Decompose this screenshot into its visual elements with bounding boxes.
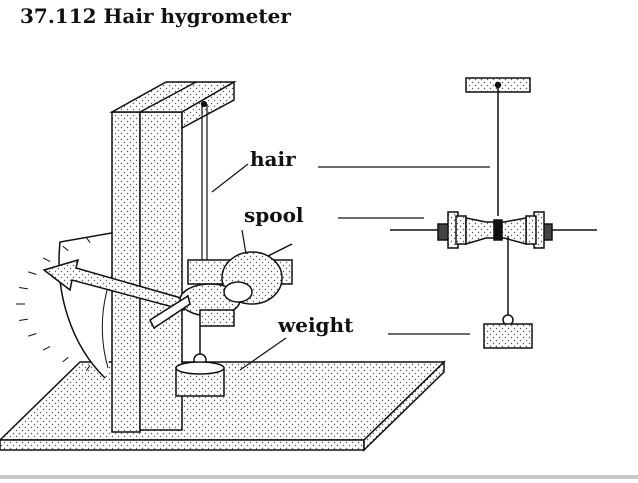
dial-tick bbox=[62, 245, 69, 252]
bottom-strip bbox=[0, 475, 638, 479]
dial-tick bbox=[42, 345, 51, 351]
spool-assembly bbox=[149, 243, 293, 330]
dial-tick bbox=[28, 271, 37, 275]
weight-assembly bbox=[175, 326, 225, 397]
dial-tick bbox=[85, 237, 91, 243]
detail-view bbox=[390, 77, 597, 349]
label-spool: spool bbox=[244, 203, 304, 227]
dial-tick bbox=[19, 318, 28, 321]
dial-tick bbox=[62, 356, 69, 363]
label-weight: weight bbox=[277, 313, 354, 337]
dial-tick bbox=[28, 333, 37, 337]
dial-tick bbox=[19, 287, 28, 290]
label-hair: hair bbox=[250, 147, 296, 171]
base-platform bbox=[0, 360, 446, 452]
support-column bbox=[109, 80, 237, 433]
figure-title: 37.112 Hair hygrometer bbox=[20, 4, 291, 28]
dial-tick bbox=[85, 365, 91, 371]
dial-tick bbox=[42, 257, 51, 263]
leader-lines bbox=[211, 163, 490, 371]
